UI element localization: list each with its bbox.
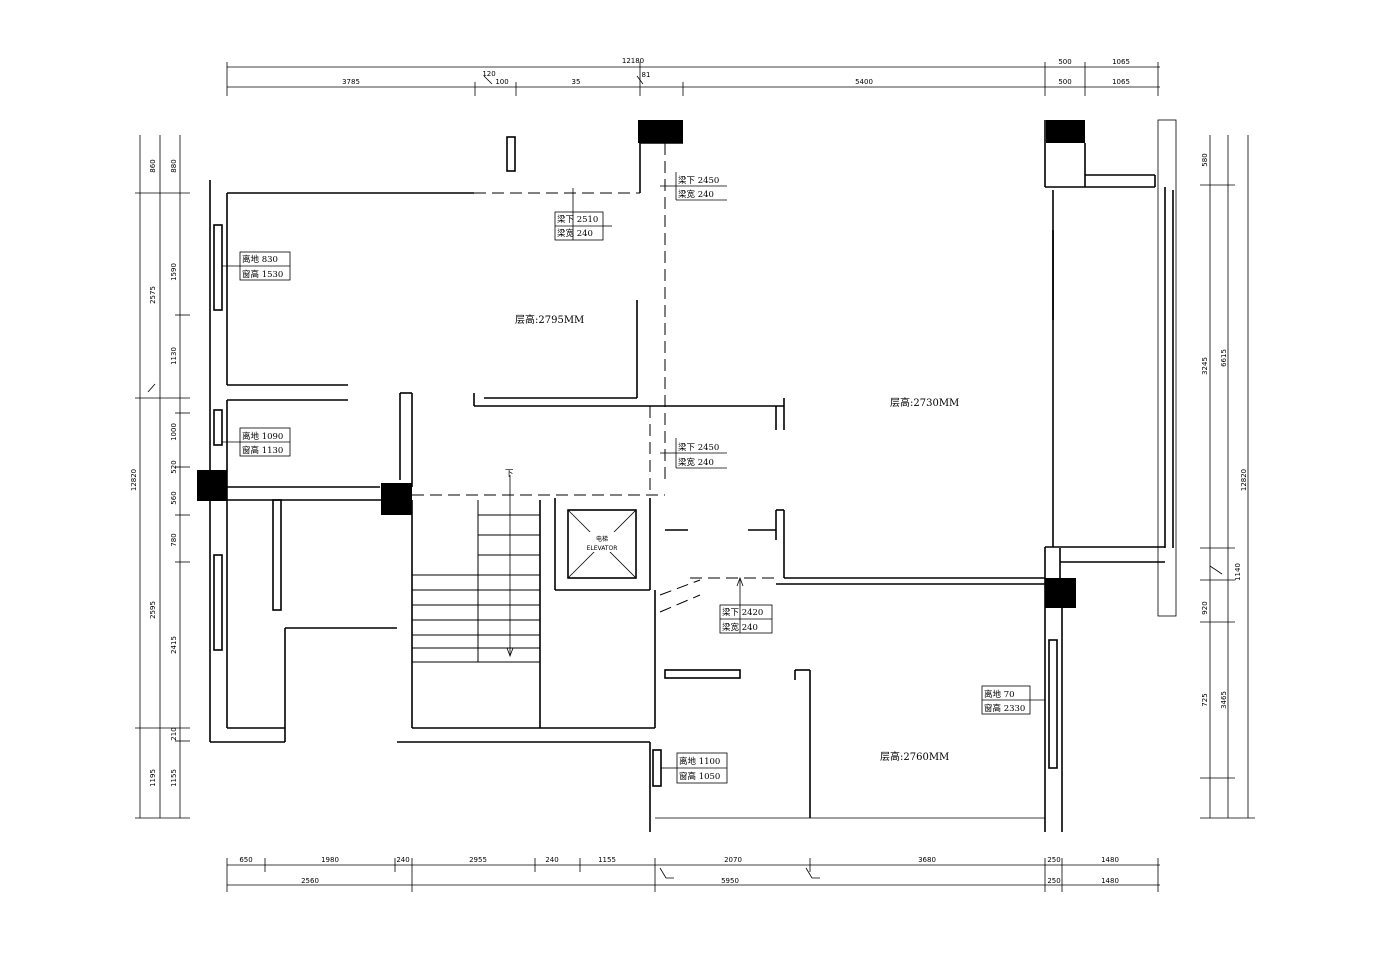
dim-right-d: 920 [1201,601,1209,614]
dim-right-g: 1140 [1234,563,1242,581]
dim-left-k: 780 [170,533,178,546]
tag-beam-4-line1: 梁下 2420 [722,608,763,618]
tag-window-4-line1: 离地 1100 [679,756,720,767]
tag-beam-4-line2: 梁宽 240 [722,622,758,633]
tag-window-1-line1: 离地 830 [242,254,278,265]
left-dimensions: 12820 860 2575 2595 1195 880 1590 1130 1… [130,135,190,819]
dim-top-f: 1065 [1112,58,1130,66]
dim-bottom-f: 1155 [598,856,616,864]
dim-top-b: 100 [495,78,508,86]
dim-bottom-b: 1980 [321,856,339,864]
dim-left-g: 1130 [170,347,178,365]
dim-left-b: 2575 [149,286,157,304]
dim-bottom-l: 5950 [721,877,739,885]
tag-beam-4: 梁下 2420 梁宽 240 [719,576,773,634]
tag-window-3-line2: 窗高 2330 [984,703,1025,714]
tag-window-1-line2: 窗高 1530 [242,269,283,280]
dim-left-j: 560 [170,491,178,504]
tag-beam-2: 梁下 2510 梁宽 240 [554,188,612,241]
tag-window-2-line2: 窗高 1130 [242,445,283,456]
dim-top-s2: 81 [642,71,651,79]
dim-top-d: 5400 [855,78,873,86]
column-top-right [1046,120,1085,143]
dim-left-d: 1195 [149,769,157,787]
dim-bottom-m: 250 [1047,877,1060,885]
dim-left-a: 860 [149,159,157,172]
dim-top-c: 35 [572,78,581,86]
dim-bottom-g: 2070 [724,856,742,864]
tag-beam-2-line2: 梁宽 240 [557,228,593,239]
room-labels: 层高:2795MM 层高:2730MM 层高:2760MM [515,313,959,763]
dim-bottom-h: 3680 [918,856,936,864]
dim-top-s1: 120 [482,70,495,78]
dim-right-a: 580 [1201,153,1209,166]
room-label-b: 层高:2730MM [890,396,959,409]
dim-right-e: 3465 [1220,691,1228,709]
dim-top-e: 500 [1058,58,1071,66]
column-top-mid [638,120,683,143]
column-center [381,483,412,515]
tag-beam-1: 梁下 2450 梁宽 240 [660,172,727,201]
dim-left-total: 12820 [130,469,138,491]
dim-bottom-k: 2560 [301,877,319,885]
elevator-label-en: ELEVATOR [587,545,618,552]
dim-bottom-d: 2955 [469,856,487,864]
tag-beam-3: 梁下 2450 梁宽 240 [660,438,727,469]
dim-right-b: 3245 [1201,357,1209,375]
dim-right-f: 725 [1201,693,1209,706]
dim-left-i: 520 [170,460,178,473]
dim-top-a: 3785 [342,78,360,86]
dim-right-c: 6615 [1220,349,1228,367]
walls [209,119,1177,832]
tag-window-4-line2: 窗高 1050 [679,771,720,782]
tag-beam-1-line1: 梁下 2450 [678,176,719,186]
right-dimensions: 12820 580 3245 6615 920 3465 725 1140 [1200,135,1255,819]
elevator: 电梯 ELEVATOR [567,509,637,579]
tag-beam-2-line1: 梁下 2510 [557,215,598,225]
staircase: 下 [412,469,540,663]
dim-top-total: 12180 [622,57,644,65]
dim-bottom-a: 650 [239,856,252,864]
bottom-dimensions: 650 1980 240 2955 240 1155 2070 3680 250… [226,856,1160,892]
column-left [197,470,227,501]
dim-bottom-i: 250 [1047,856,1060,864]
tag-window-3-line1: 离地 70 [984,689,1015,700]
room-label-c: 层高:2760MM [880,750,949,763]
tag-beam-3-line2: 梁宽 240 [678,457,714,468]
tag-beam-1-line2: 梁宽 240 [678,189,714,200]
columns [197,120,1085,608]
tag-window-1: 离地 830 窗高 1530 [222,251,291,281]
tag-window-4: 离地 1100 窗高 1050 [661,752,728,784]
dim-top-g: 500 [1058,78,1071,86]
dim-left-e: 880 [170,159,178,172]
stair-down-label: 下 [505,469,514,479]
dim-left-m: 210 [170,727,178,740]
dim-bottom-j: 1480 [1101,856,1119,864]
info-tags: 梁下 2450 梁宽 240 梁下 2510 梁宽 240 离地 830 窗高 … [222,172,1045,784]
dim-left-h: 1000 [170,423,178,441]
tag-window-3: 离地 70 窗高 2330 [981,685,1045,715]
column-right [1045,578,1076,608]
dim-left-c: 2595 [149,601,157,619]
dim-bottom-n: 1480 [1101,877,1119,885]
room-label-a: 层高:2795MM [515,313,584,326]
dim-top-h: 1065 [1112,78,1130,86]
tag-beam-3-line1: 梁下 2450 [678,443,719,453]
tag-window-2: 离地 1090 窗高 1130 [222,427,291,457]
elevator-label: 电梯 [596,535,608,543]
dim-left-f: 1590 [170,263,178,281]
dim-bottom-e: 240 [545,856,558,864]
dim-left-l: 2415 [170,636,178,654]
dim-bottom-c: 240 [396,856,409,864]
dim-left-n: 1155 [170,769,178,787]
top-dimensions: 12180 3785 100 35 120 81 5400 500 1065 5… [226,57,1160,96]
dim-right-total: 12820 [1240,469,1248,491]
tag-window-2-line1: 离地 1090 [242,431,283,442]
